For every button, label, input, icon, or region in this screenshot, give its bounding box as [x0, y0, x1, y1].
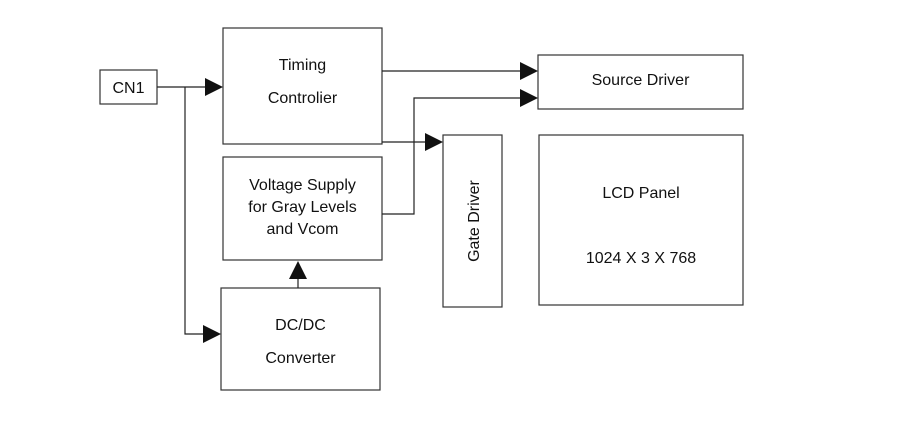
- cn1-to-dcdc-wire: [184, 87, 203, 335]
- dc-dc-label-line1: DC/DC: [275, 317, 326, 334]
- cn1-to-dcdc-arrowhead: [203, 325, 221, 343]
- gate-driver-block: Gate Driver: [442, 134, 503, 308]
- dc-dc-converter-block: DC/DC Converter: [220, 287, 381, 391]
- source-driver-block: Source Driver: [537, 54, 744, 110]
- dc-dc-label-line2: Converter: [265, 350, 336, 367]
- source-driver-label: Source Driver: [592, 72, 690, 89]
- cn1-block: CN1: [99, 69, 158, 105]
- lcd-panel-label-line1: LCD Panel: [602, 185, 679, 202]
- voltage-supply-label-line1: Voltage Supply: [249, 177, 356, 194]
- voltage-supply-label-line2: for Gray Levels: [248, 199, 356, 216]
- voltage-supply-label-line3: and Vcom: [266, 221, 338, 238]
- timing-to-source-arrowhead: [520, 62, 538, 80]
- timing-controller-block: Timing Controlier: [222, 27, 383, 145]
- lcd-panel-label-line2: 1024 X 3 X 768: [586, 250, 696, 267]
- timing-controller-label-line1: Timing: [279, 57, 326, 74]
- cn1-label: CN1: [112, 80, 144, 97]
- voltage-to-source-arrowhead: [520, 89, 538, 107]
- cn1-to-timing-arrowhead: [205, 78, 223, 96]
- voltage-to-source-wire: [382, 97, 520, 215]
- timing-to-gate-arrowhead: [425, 133, 443, 151]
- dcdc-to-voltage-arrowhead: [289, 261, 307, 279]
- gate-driver-label: Gate Driver: [466, 179, 483, 261]
- voltage-supply-block: Voltage Supply for Gray Levels and Vcom: [222, 156, 383, 261]
- timing-controller-label-line2: Controlier: [268, 90, 338, 107]
- lcd-panel-block: LCD Panel 1024 X 3 X 768: [538, 134, 744, 306]
